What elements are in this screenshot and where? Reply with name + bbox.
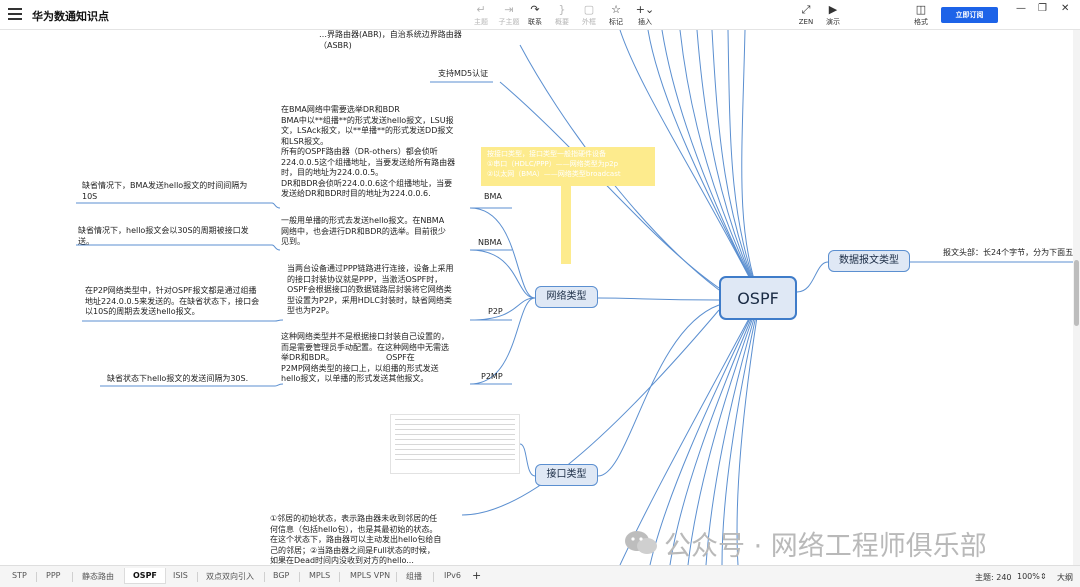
zoom-level[interactable]: 100% [1017, 572, 1040, 581]
tab-ospf[interactable]: OSPF [124, 568, 166, 584]
fullscreen-icon: ⤢ [801, 3, 811, 16]
present-button[interactable]: ▶演示 [818, 3, 848, 29]
neighbor-down-state-note[interactable]: ①邻居的初始状态，表示路由器未收到邻居的任 何信息（包括hello包），也是其最… [270, 514, 442, 565]
tab-mpls[interactable]: MPLS [309, 571, 331, 580]
interface-type-note[interactable]: 按接口类型，接口类型一般指硬件设备 ①串口（HDLC/PPP）——网络类型为p2… [481, 147, 655, 186]
tab-isis[interactable]: ISIS [173, 571, 188, 580]
insert-topic-button[interactable]: ↵主题 [466, 3, 496, 29]
relationship-icon: ↷ [530, 3, 540, 16]
p2p-label[interactable]: P2P [488, 307, 503, 316]
zen-button[interactable]: ⤢ZEN [791, 3, 821, 29]
nbma-label[interactable]: NBMA [478, 238, 502, 247]
boundary-button[interactable]: ▢外框 [574, 3, 604, 29]
tab-bidirectional-import[interactable]: 双点双向引入 [206, 572, 254, 581]
topic-packet-types[interactable]: 数据报文类型 [828, 250, 910, 272]
star-icon: ☆ [611, 3, 621, 16]
p2mp-label[interactable]: P2MP [481, 372, 503, 381]
menu-icon[interactable] [8, 8, 22, 20]
topic-network-types[interactable]: 网络类型 [535, 286, 598, 308]
topic-interface-types[interactable]: 接口类型 [535, 464, 598, 486]
note-pointer [561, 185, 571, 264]
subtopic-icon: ⇥ [504, 3, 514, 16]
zoom-stepper-icon[interactable]: ⇕ [1040, 572, 1047, 581]
insert-button[interactable]: +⌄插入 [630, 3, 660, 29]
summary-icon: } [558, 3, 566, 16]
mindmap-canvas[interactable]: …界路由器(ABR)，自治系统边界路由器 （ASBR) 支持MD5认证 在BMA… [0, 30, 1080, 565]
sheet-tab-bar: STP PPP 静态路由 OSPF ISIS 双点双向引入 BGP MPLS M… [0, 565, 1080, 587]
nbma-description[interactable]: 一般用单播的形式去发送hello报文。在NBMA 网络中，也会进行DR和BDR的… [281, 216, 446, 246]
bma-label[interactable]: BMA [484, 192, 502, 201]
subscribe-button[interactable]: 立即订阅 [941, 7, 998, 23]
tab-ipv6[interactable]: IPv6 [444, 571, 462, 580]
wechat-icon [625, 531, 657, 554]
play-icon: ▶ [828, 3, 838, 16]
add-sheet-icon[interactable]: + [472, 569, 482, 582]
maximize-icon[interactable]: ❐ [1038, 3, 1047, 14]
tab-bgp[interactable]: BGP [273, 571, 290, 580]
tab-mpls-vpn[interactable]: MPLS VPN [350, 571, 391, 580]
topic-icon: ↵ [476, 3, 486, 16]
tab-ppp[interactable]: PPP [46, 571, 61, 580]
p2p-description[interactable]: 当两台设备通过PPP链路进行连接，设备上采用 的接口封装协议就是PPP，当激活O… [287, 264, 454, 315]
bma-hello-interval-note[interactable]: 缺省情况下，BMA发送hello报文的时间间隔为 10S [82, 181, 248, 201]
vertical-scrollbar[interactable] [1073, 30, 1080, 565]
p2mp-description[interactable]: 这种网络类型并不是根据接口封装自己设置的， 而是需要管理员手动配置。在这种网络中… [281, 332, 449, 383]
minimize-icon[interactable]: — [1016, 3, 1026, 14]
boundary-icon: ▢ [583, 3, 595, 16]
summary-button[interactable]: }概要 [547, 3, 577, 29]
topic-count: 主题: 240 [975, 573, 1012, 582]
p2mp-hello-note[interactable]: 缺省状态下hello报文的发送间隔为30S. [107, 374, 249, 383]
format-button[interactable]: ◫格式 [906, 3, 936, 29]
md5-auth-label[interactable]: 支持MD5认证 [438, 69, 489, 78]
watermark-text: 公众号 · 网络工程师俱乐部 [664, 531, 987, 562]
tab-static-route[interactable]: 静态路由 [82, 572, 114, 581]
interface-table-image[interactable] [390, 414, 520, 474]
outline-button[interactable]: 大纲 [1057, 573, 1073, 582]
title-bar: 华为数通知识点 ↵主题 ⇥子主题 ↷联系 }概要 ▢外框 ☆标记 +⌄插入 ⤢Z… [0, 0, 1080, 30]
marker-button[interactable]: ☆标记 [601, 3, 631, 29]
p2p-hello-note[interactable]: 在P2P网络类型中，针对OSPF报文都是通过组播 地址224.0.0.5来发送的… [85, 286, 260, 316]
nbma-hello-interval-note[interactable]: 缺省情况下，hello报文会以30S的周期被接口发 送。 [78, 226, 249, 246]
close-icon[interactable]: ✕ [1061, 3, 1070, 14]
document-title: 华为数通知识点 [32, 10, 109, 23]
connector-lines [76, 30, 1073, 565]
format-panel-icon: ◫ [915, 3, 927, 16]
root-topic-ospf[interactable]: OSPF [719, 276, 797, 320]
plus-icon: +⌄ [635, 3, 655, 16]
relationship-button[interactable]: ↷联系 [520, 3, 550, 29]
top-fragment-text: …界路由器(ABR)，自治系统边界路由器 （ASBR) [319, 30, 462, 50]
insert-subtopic-button[interactable]: ⇥子主题 [494, 3, 524, 29]
tab-multicast[interactable]: 组播 [406, 572, 422, 581]
tab-stp[interactable]: STP [12, 571, 27, 580]
packet-header-text[interactable]: 报文头部：长24个字节，分为下面五种 [943, 248, 1080, 257]
bma-description[interactable]: 在BMA网络中需要选举DR和BDR BMA中以**组播**的形式发送hello报… [281, 105, 456, 198]
